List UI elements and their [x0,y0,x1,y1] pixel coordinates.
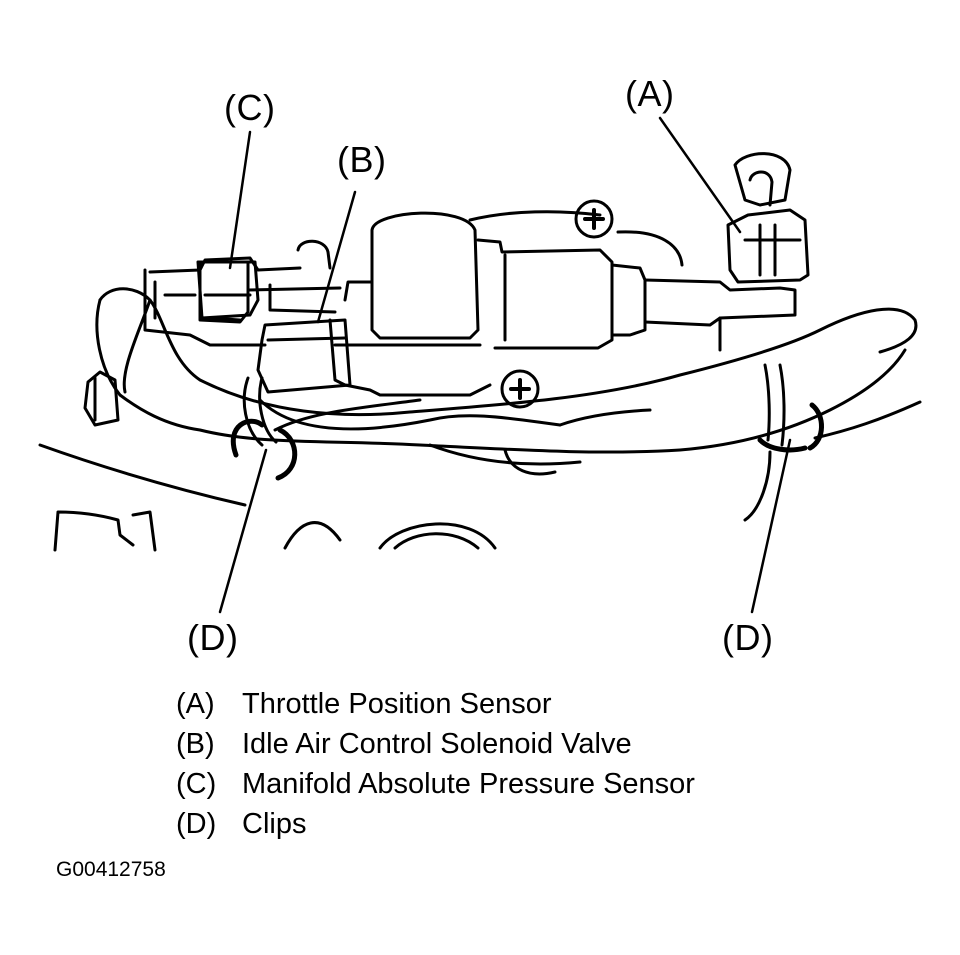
legend-text: Idle Air Control Solenoid Valve [242,728,632,760]
throttle-position-sensor [726,152,810,284]
legend-text: Throttle Position Sensor [242,688,552,720]
leader-line-d-left [218,448,268,614]
legend-item: (D) Clips [176,804,695,844]
legend-item: (B) Idle Air Control Solenoid Valve [176,724,695,764]
legend-key: (B) [176,728,215,760]
callout-a: (A) [625,73,675,114]
legend-key: (A) [176,688,215,720]
screw-top [574,199,614,239]
throttle-body [83,210,797,427]
leader-line-c [228,130,252,270]
iac-solenoid-valve [256,318,352,394]
legend-text: Clips [242,808,307,840]
legend-key: (C) [176,768,217,800]
figure-id: G00412758 [56,858,166,881]
callout-d-left: (D) [187,617,239,658]
legend-item: (C) Manifold Absolute Pressure Sensor [176,764,695,804]
leader-line-d-right [750,438,792,614]
screw-bottom [500,369,540,409]
legend: (A) Throttle Position Sensor (B) Idle Ai… [176,684,695,844]
leader-line-a [658,116,742,234]
leader-line-b [316,190,357,324]
leader-lines [218,116,792,614]
legend-key: (D) [176,808,217,840]
clip-left [230,376,298,481]
engine-surface-outline [38,400,922,552]
clip-right [757,363,824,453]
intake-pipe [95,287,918,476]
legend-text: Manifold Absolute Pressure Sensor [242,768,695,800]
callout-c: (C) [224,87,276,128]
legend-item: (A) Throttle Position Sensor [176,684,695,724]
map-sensor [196,260,260,320]
callout-b: (B) [337,139,387,180]
callout-d-right: (D) [722,617,774,658]
